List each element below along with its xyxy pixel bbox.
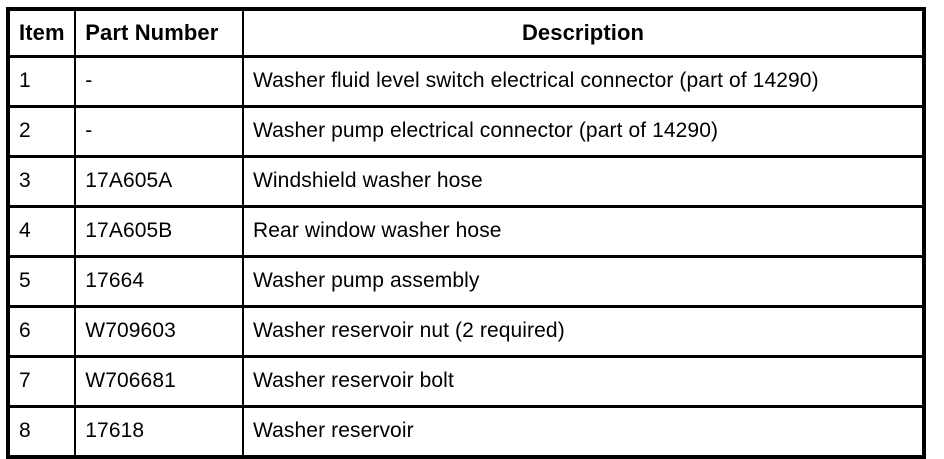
cell-description: Washer reservoir nut (2 required) xyxy=(242,305,925,358)
cell-part-number: 17664 xyxy=(74,255,244,308)
table-row: 3 17A605A Windshield washer hose xyxy=(6,155,925,208)
table-row: 6 W709603 Washer reservoir nut (2 requir… xyxy=(6,305,925,358)
table-body: 1 - Washer fluid level switch electrical… xyxy=(6,55,925,457)
table-row: 4 17A605B Rear window washer hose xyxy=(6,205,925,258)
cell-part-number: 17618 xyxy=(74,405,244,457)
cell-description: Washer pump electrical connector (part o… xyxy=(242,105,925,158)
cell-description: Washer fluid level switch electrical con… xyxy=(242,55,925,108)
cell-description: Windshield washer hose xyxy=(242,155,925,208)
cell-part-number: 17A605A xyxy=(74,155,244,208)
cell-item: 2 xyxy=(6,105,77,158)
cell-item: 7 xyxy=(6,355,77,408)
table-header-row: Item Part Number Description xyxy=(6,8,925,58)
cell-part-number: - xyxy=(74,105,244,158)
table-row: 1 - Washer fluid level switch electrical… xyxy=(6,55,925,108)
column-header-item: Item xyxy=(6,8,77,58)
cell-description: Washer pump assembly xyxy=(242,255,925,308)
cell-part-number: W706681 xyxy=(74,355,244,408)
cell-item: 5 xyxy=(6,255,77,308)
column-header-part-number: Part Number xyxy=(74,8,244,58)
cell-description: Washer reservoir bolt xyxy=(242,355,925,408)
cell-item: 3 xyxy=(6,155,77,208)
table-row: 5 17664 Washer pump assembly xyxy=(6,255,925,308)
cell-part-number: - xyxy=(74,55,244,108)
table-row: 8 17618 Washer reservoir xyxy=(6,405,925,457)
cell-item: 6 xyxy=(6,305,77,358)
cell-part-number: 17A605B xyxy=(74,205,244,258)
table-row: 7 W706681 Washer reservoir bolt xyxy=(6,355,925,408)
cell-part-number: W709603 xyxy=(74,305,244,358)
cell-item: 1 xyxy=(6,55,77,108)
page-root: Item Part Number Description 1 - Washer … xyxy=(6,7,926,459)
cell-description: Rear window washer hose xyxy=(242,205,925,258)
cell-description: Washer reservoir xyxy=(242,405,925,457)
table-header: Item Part Number Description xyxy=(6,8,925,58)
column-header-description: Description xyxy=(242,8,925,58)
cell-item: 8 xyxy=(6,405,77,457)
table-row: 2 - Washer pump electrical connector (pa… xyxy=(6,105,925,158)
parts-legend-table: Item Part Number Description 1 - Washer … xyxy=(6,7,926,459)
cell-item: 4 xyxy=(6,205,77,258)
